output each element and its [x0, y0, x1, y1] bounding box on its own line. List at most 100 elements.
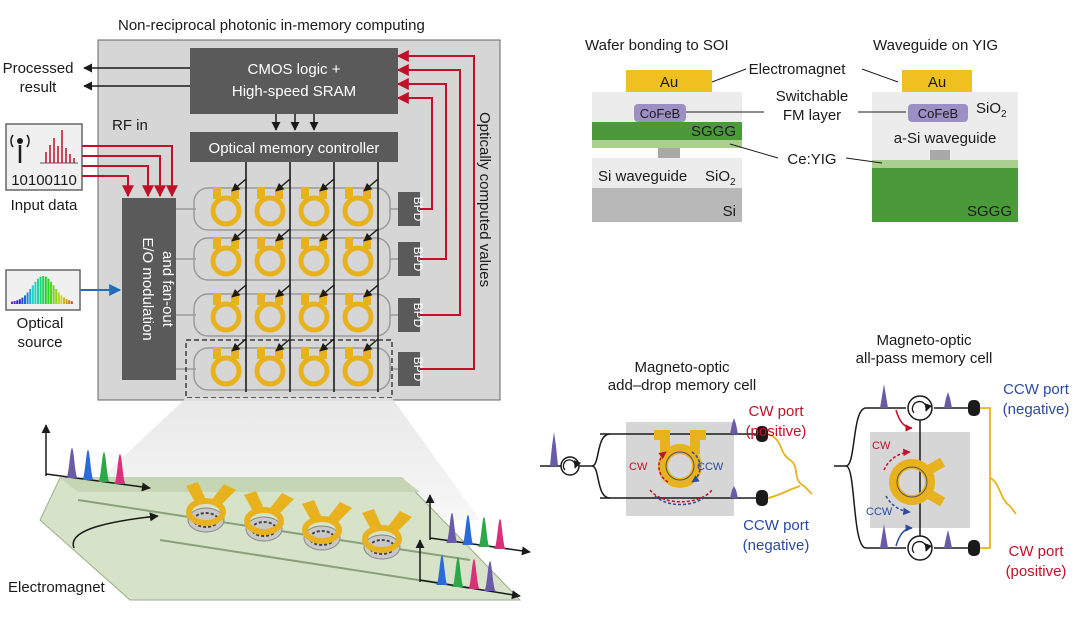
ring-pad-left [345, 237, 353, 249]
allpass-in-pulse-top [876, 384, 892, 408]
ring-pad-right [363, 347, 371, 359]
allpass-title-1: Magneto-optic [876, 332, 972, 349]
allpass-title-2: all-pass memory cell [856, 350, 993, 367]
eo-label-1: E/O modulation [139, 237, 156, 340]
sggg-left [592, 122, 742, 140]
allpass-ccw-port-2: (negative) [1003, 401, 1070, 418]
ring-pad-left [345, 293, 353, 305]
ring-pad-left [301, 187, 309, 199]
bpd-label-2: BPD [411, 247, 425, 272]
microring [342, 355, 374, 387]
adddrop-detector-top-icon [756, 426, 768, 442]
chip-em-lead-left [362, 509, 382, 531]
ceyig-left [592, 140, 742, 148]
ring-pad-left [301, 237, 309, 249]
ring-pad-right [319, 293, 327, 305]
microring [254, 245, 286, 277]
cladding-right [872, 92, 1018, 160]
cofeb-right [908, 104, 968, 122]
microring [210, 355, 242, 387]
microring [254, 355, 286, 387]
ring-pad-left [257, 293, 265, 305]
allpass-wire-out [989, 477, 1017, 515]
allpass-cw-input-arrow [895, 409, 913, 432]
processed-label-2: result [20, 79, 58, 96]
adddrop-ccw-port-1: CCW port [743, 517, 810, 534]
input-bits: 10100110 [11, 172, 77, 189]
optical-source-label-1: Optical [17, 315, 64, 332]
ring-pad-left [345, 347, 353, 359]
ring-pad-right [275, 347, 283, 359]
electromagnet-stack-label: Electromagnet [749, 61, 847, 78]
light-pulse [436, 555, 448, 585]
input-data-label: Input data [11, 197, 78, 214]
ring-pad-right [363, 293, 371, 305]
asi-waveguide [930, 150, 950, 160]
chip-electromagnet [362, 525, 402, 553]
cofeb-label-left: CoFeB [640, 106, 680, 121]
control-tap [363, 338, 379, 352]
au-pad-right [902, 70, 972, 92]
sggg-label-left: SGGG [691, 123, 736, 140]
controller-label: Optical memory controller [209, 140, 380, 157]
sggg-label-right: SGGG [967, 203, 1012, 220]
chip-pulses [66, 448, 506, 591]
ring-pad-right [231, 293, 239, 305]
light-pulse [82, 450, 94, 480]
allpass-cw-port-1: CW port [1008, 543, 1064, 560]
ring-pad-right [275, 187, 283, 199]
allpass-ccw-label: CCW [866, 506, 893, 518]
au-label-left: Au [660, 74, 678, 91]
sggg-right [872, 168, 1018, 222]
light-pulse [478, 517, 490, 547]
cofeb-left [634, 104, 686, 122]
allpass-wire [980, 407, 991, 549]
spectrum-icon [11, 276, 73, 304]
system-title: Non-reciprocal photonic in-memory comput… [118, 17, 425, 34]
si-waveguide-left [658, 148, 680, 158]
switchable-label-1: Switchable [776, 88, 849, 105]
bpd-label-3: BPD [411, 303, 425, 328]
light-pulse [446, 513, 458, 543]
ceyig-pointer-left [729, 143, 779, 159]
microring [342, 195, 374, 227]
light-pulse [114, 454, 126, 484]
ceyig-label: Ce:YIG [787, 151, 836, 168]
ring-pad-left [257, 347, 265, 359]
adddrop-cw-port-2: (positive) [746, 423, 807, 440]
adddrop-title-2: add–drop memory cell [608, 377, 756, 394]
microring [254, 195, 286, 227]
light-pulse [98, 452, 110, 482]
ring-pad-left [213, 293, 221, 305]
microring [210, 301, 242, 333]
microring [210, 195, 242, 227]
chip-devices [77, 482, 471, 589]
cofeb-label-right: CoFeB [918, 106, 958, 121]
microring [298, 195, 330, 227]
ring-pad-right [231, 237, 239, 249]
ring-pad-right [275, 237, 283, 249]
eo-label-2: and fan-out [159, 251, 176, 328]
adddrop-out-pulse-top [726, 418, 742, 434]
optical-source-label-2: source [17, 334, 62, 351]
microring [254, 301, 286, 333]
microring [342, 245, 374, 277]
sio2-label-right: SiO2 [976, 100, 1007, 120]
control-tap [319, 178, 335, 192]
control-tap [231, 228, 247, 242]
control-tap [319, 228, 335, 242]
control-tap [275, 228, 291, 242]
control-tap [231, 284, 247, 298]
adddrop-title-1: Magneto-optic [634, 359, 730, 376]
microring [298, 301, 330, 333]
control-tap [275, 338, 291, 352]
chip-electromagnet [302, 516, 342, 544]
electromagnet-label: Electromagnet [8, 579, 106, 596]
chip-em-lead-left [302, 500, 322, 522]
chip-em-lead-right [268, 493, 294, 517]
bpd-label-4: BPD [411, 357, 425, 382]
bpd-3 [398, 298, 420, 332]
si-substrate [592, 188, 742, 222]
ring-pad-left [213, 347, 221, 359]
